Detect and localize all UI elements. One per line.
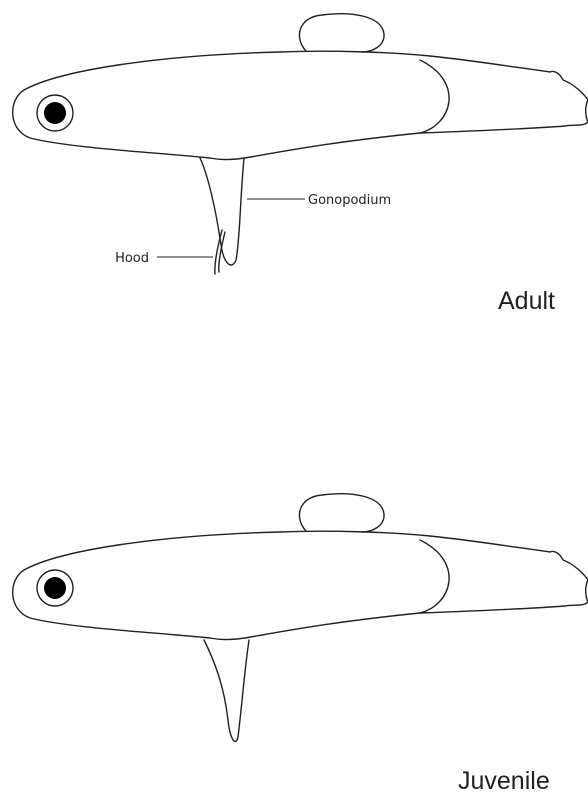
juvenile-fish bbox=[13, 494, 588, 742]
gonopodium-label: Gonopodium bbox=[308, 193, 391, 208]
juvenile-stage-label: Juvenile bbox=[458, 767, 550, 795]
adult-gonopodium bbox=[200, 158, 244, 265]
adult-body-outline bbox=[13, 51, 588, 159]
adult-fish bbox=[13, 14, 588, 274]
adult-dorsal-fin bbox=[299, 14, 384, 52]
hood-label: Hood bbox=[115, 251, 149, 266]
juvenile-gonopodium bbox=[204, 640, 249, 742]
adult-caudal-peduncle-line bbox=[420, 60, 449, 133]
juvenile-caudal-peduncle-line bbox=[420, 540, 449, 613]
juvenile-dorsal-fin bbox=[299, 494, 384, 532]
adult-stage-label: Adult bbox=[498, 287, 555, 315]
adult-eye-pupil bbox=[44, 102, 66, 124]
juvenile-eye-pupil bbox=[44, 577, 66, 599]
juvenile-body-outline bbox=[13, 531, 588, 639]
adult-hood bbox=[215, 230, 225, 274]
